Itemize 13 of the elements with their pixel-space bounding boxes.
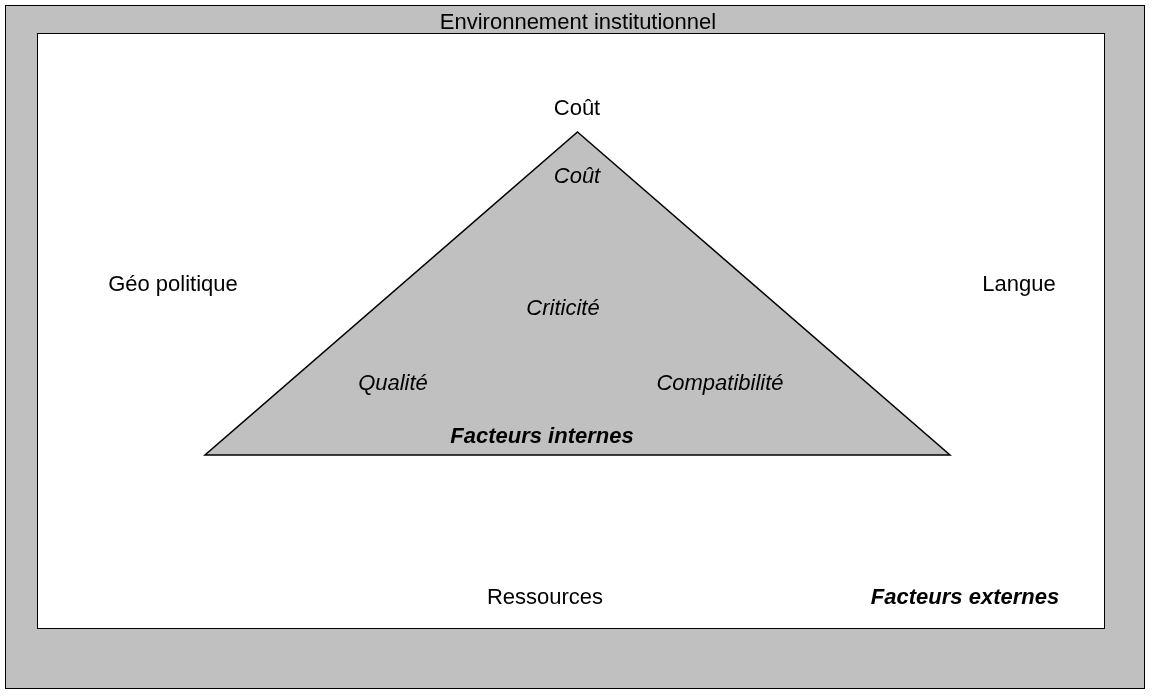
factor-label: Qualité [358,370,428,396]
factor-label: Coût [553,163,601,189]
factor-label: Criticité [526,295,600,321]
factor-label: Ressources [486,584,604,610]
factor-label: Facteurs internes [450,423,634,449]
factor-label: Géo politique [108,271,238,297]
factor-label: Compatibilité [656,370,784,396]
frame-title: Environnement institutionnel [439,9,717,35]
factor-label: Facteurs externes [870,584,1060,610]
outer-frame [5,5,1145,689]
inner-frame [37,33,1105,629]
factor-label: Langue [982,271,1056,297]
factor-label: Coût [553,95,601,121]
